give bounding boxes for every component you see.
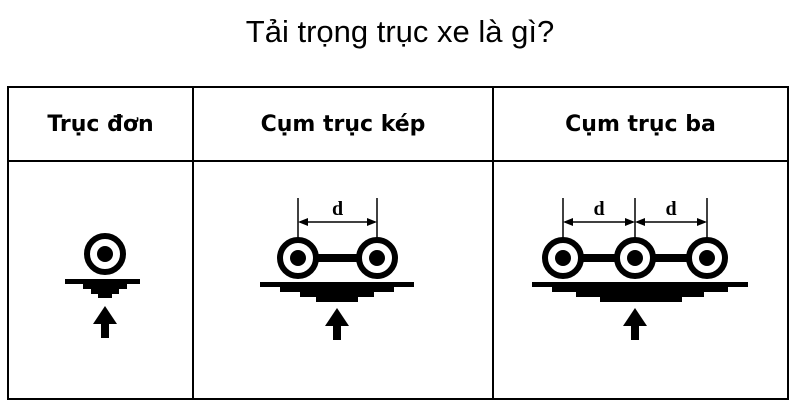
tandem-axle-cell: d [192, 160, 494, 400]
tridem-up-arrow-icon [623, 308, 647, 340]
header-single-axle: Trục đơn [7, 86, 194, 162]
single-axle-cell [7, 160, 194, 400]
single-axle-diagram [65, 233, 140, 338]
tridem-wheel-3 [686, 237, 728, 279]
tandem-spacing-dimension: d [297, 198, 378, 242]
tandem-axle-diagram: d [260, 198, 414, 340]
header-row: Trục đơn Cụm trục kép Cụm trục ba [7, 86, 789, 162]
axle-types-table: Trục đơn Cụm trục kép Cụm trục ba [7, 86, 789, 400]
tridem-load-plate [532, 282, 748, 302]
page-title: Tải trọng trục xe là gì? [245, 14, 555, 49]
tridem-wheel-2 [614, 237, 656, 279]
tridem-axle-diagram: d d [532, 198, 748, 340]
single-axle-wheel [84, 233, 126, 275]
tandem-wheel-1 [277, 237, 319, 279]
header-tandem-axle: Cụm trục kép [192, 86, 494, 162]
tandem-spacing-label: d [332, 198, 343, 220]
header-tridem-axle: Cụm trục ba [492, 86, 789, 162]
single-axle-up-arrow-icon [93, 306, 117, 338]
single-axle-load-plate [65, 279, 140, 298]
tridem-spacing-dimension: d d [562, 198, 708, 242]
tridem-axle-cell: d d [492, 160, 789, 400]
tandem-load-plate [260, 282, 414, 302]
tridem-spacing-label-2: d [665, 198, 676, 220]
tridem-wheel-1 [542, 237, 584, 279]
figure-row: d [7, 160, 789, 400]
tandem-up-arrow-icon [325, 308, 349, 340]
tandem-wheel-2 [356, 237, 398, 279]
tandem-axle-beam [298, 254, 377, 262]
tridem-spacing-label-1: d [593, 198, 604, 220]
